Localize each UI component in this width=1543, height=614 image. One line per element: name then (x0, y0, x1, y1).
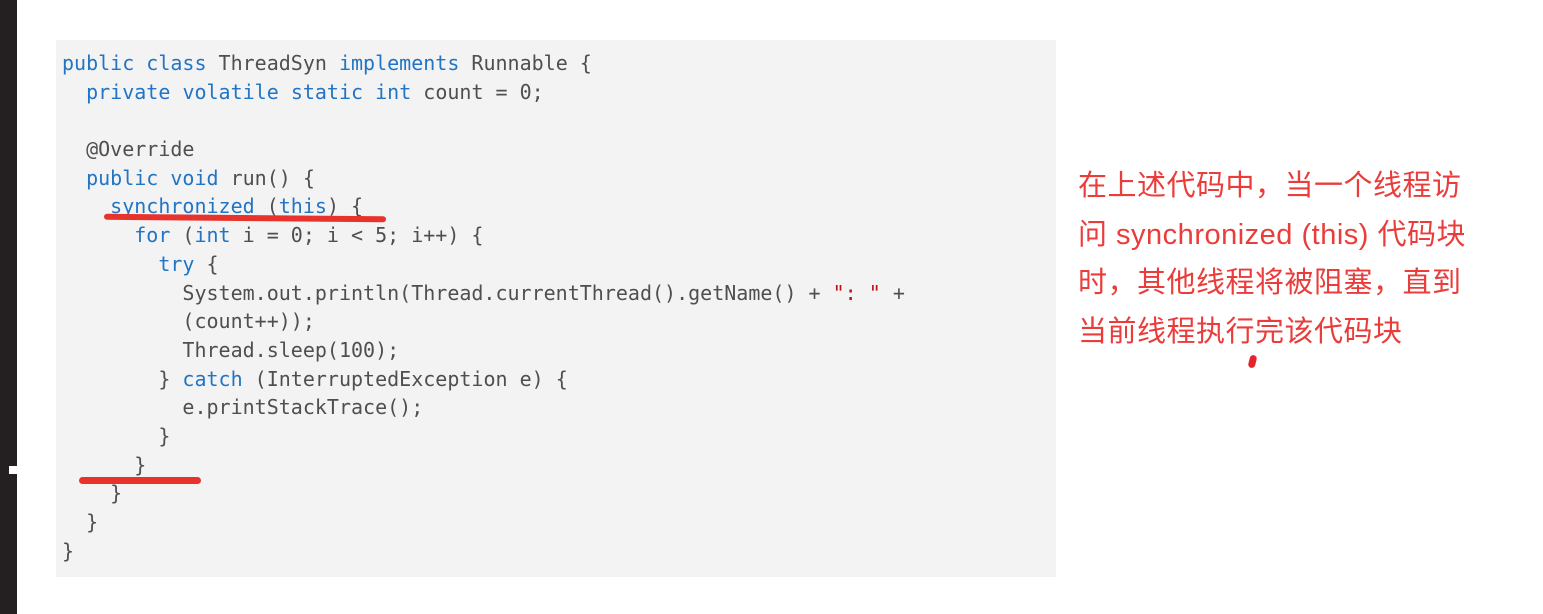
code-line: public class ThreadSyn implements Runnab… (62, 51, 592, 75)
closing-brace-underline-mark (79, 477, 201, 484)
code-line: try { (158, 251, 219, 276)
code-line: e.printStackTrace(); (62, 395, 424, 420)
pen-dot-mark (1247, 354, 1258, 369)
code-line: } (62, 481, 123, 506)
code-line: @Override (62, 137, 195, 162)
annotation-line: 问 synchronized (this) 代码块 (1078, 218, 1466, 251)
code-line: (count++)); (62, 309, 315, 334)
code-line: System.out.println(Thread.currentThread(… (62, 280, 905, 305)
code-line: } catch (InterruptedException e) { (62, 366, 568, 391)
code-line: } (62, 423, 171, 448)
left-edge-strip (0, 0, 17, 614)
annotation-text: 在上述代码中，当一个线程访问 synchronized (this) 代码块时，… (1078, 162, 1508, 356)
code-line: } (62, 538, 75, 563)
code-line: for (int i = 0; i < 5; i++) { (134, 223, 484, 248)
code-line (62, 106, 1048, 135)
annotation-line: 当前线程执行完该代码块 (1078, 315, 1403, 348)
annotation-line: 在上述代码中，当一个线程访 (1078, 170, 1462, 202)
code-line: } (62, 510, 99, 534)
code-line: private volatile static int count = 0; (86, 79, 544, 104)
annotation-line: 时，其他线程将被阻塞，直到 (1078, 267, 1462, 300)
code-line: public void run() { (86, 165, 315, 190)
code-content: public class ThreadSyn implements Runnab… (56, 40, 1056, 565)
strip-marker-square (9, 466, 17, 474)
code-line: Thread.sleep(100); (62, 337, 400, 362)
code-panel: public class ThreadSyn implements Runnab… (56, 40, 1056, 577)
code-line: } (62, 452, 147, 477)
